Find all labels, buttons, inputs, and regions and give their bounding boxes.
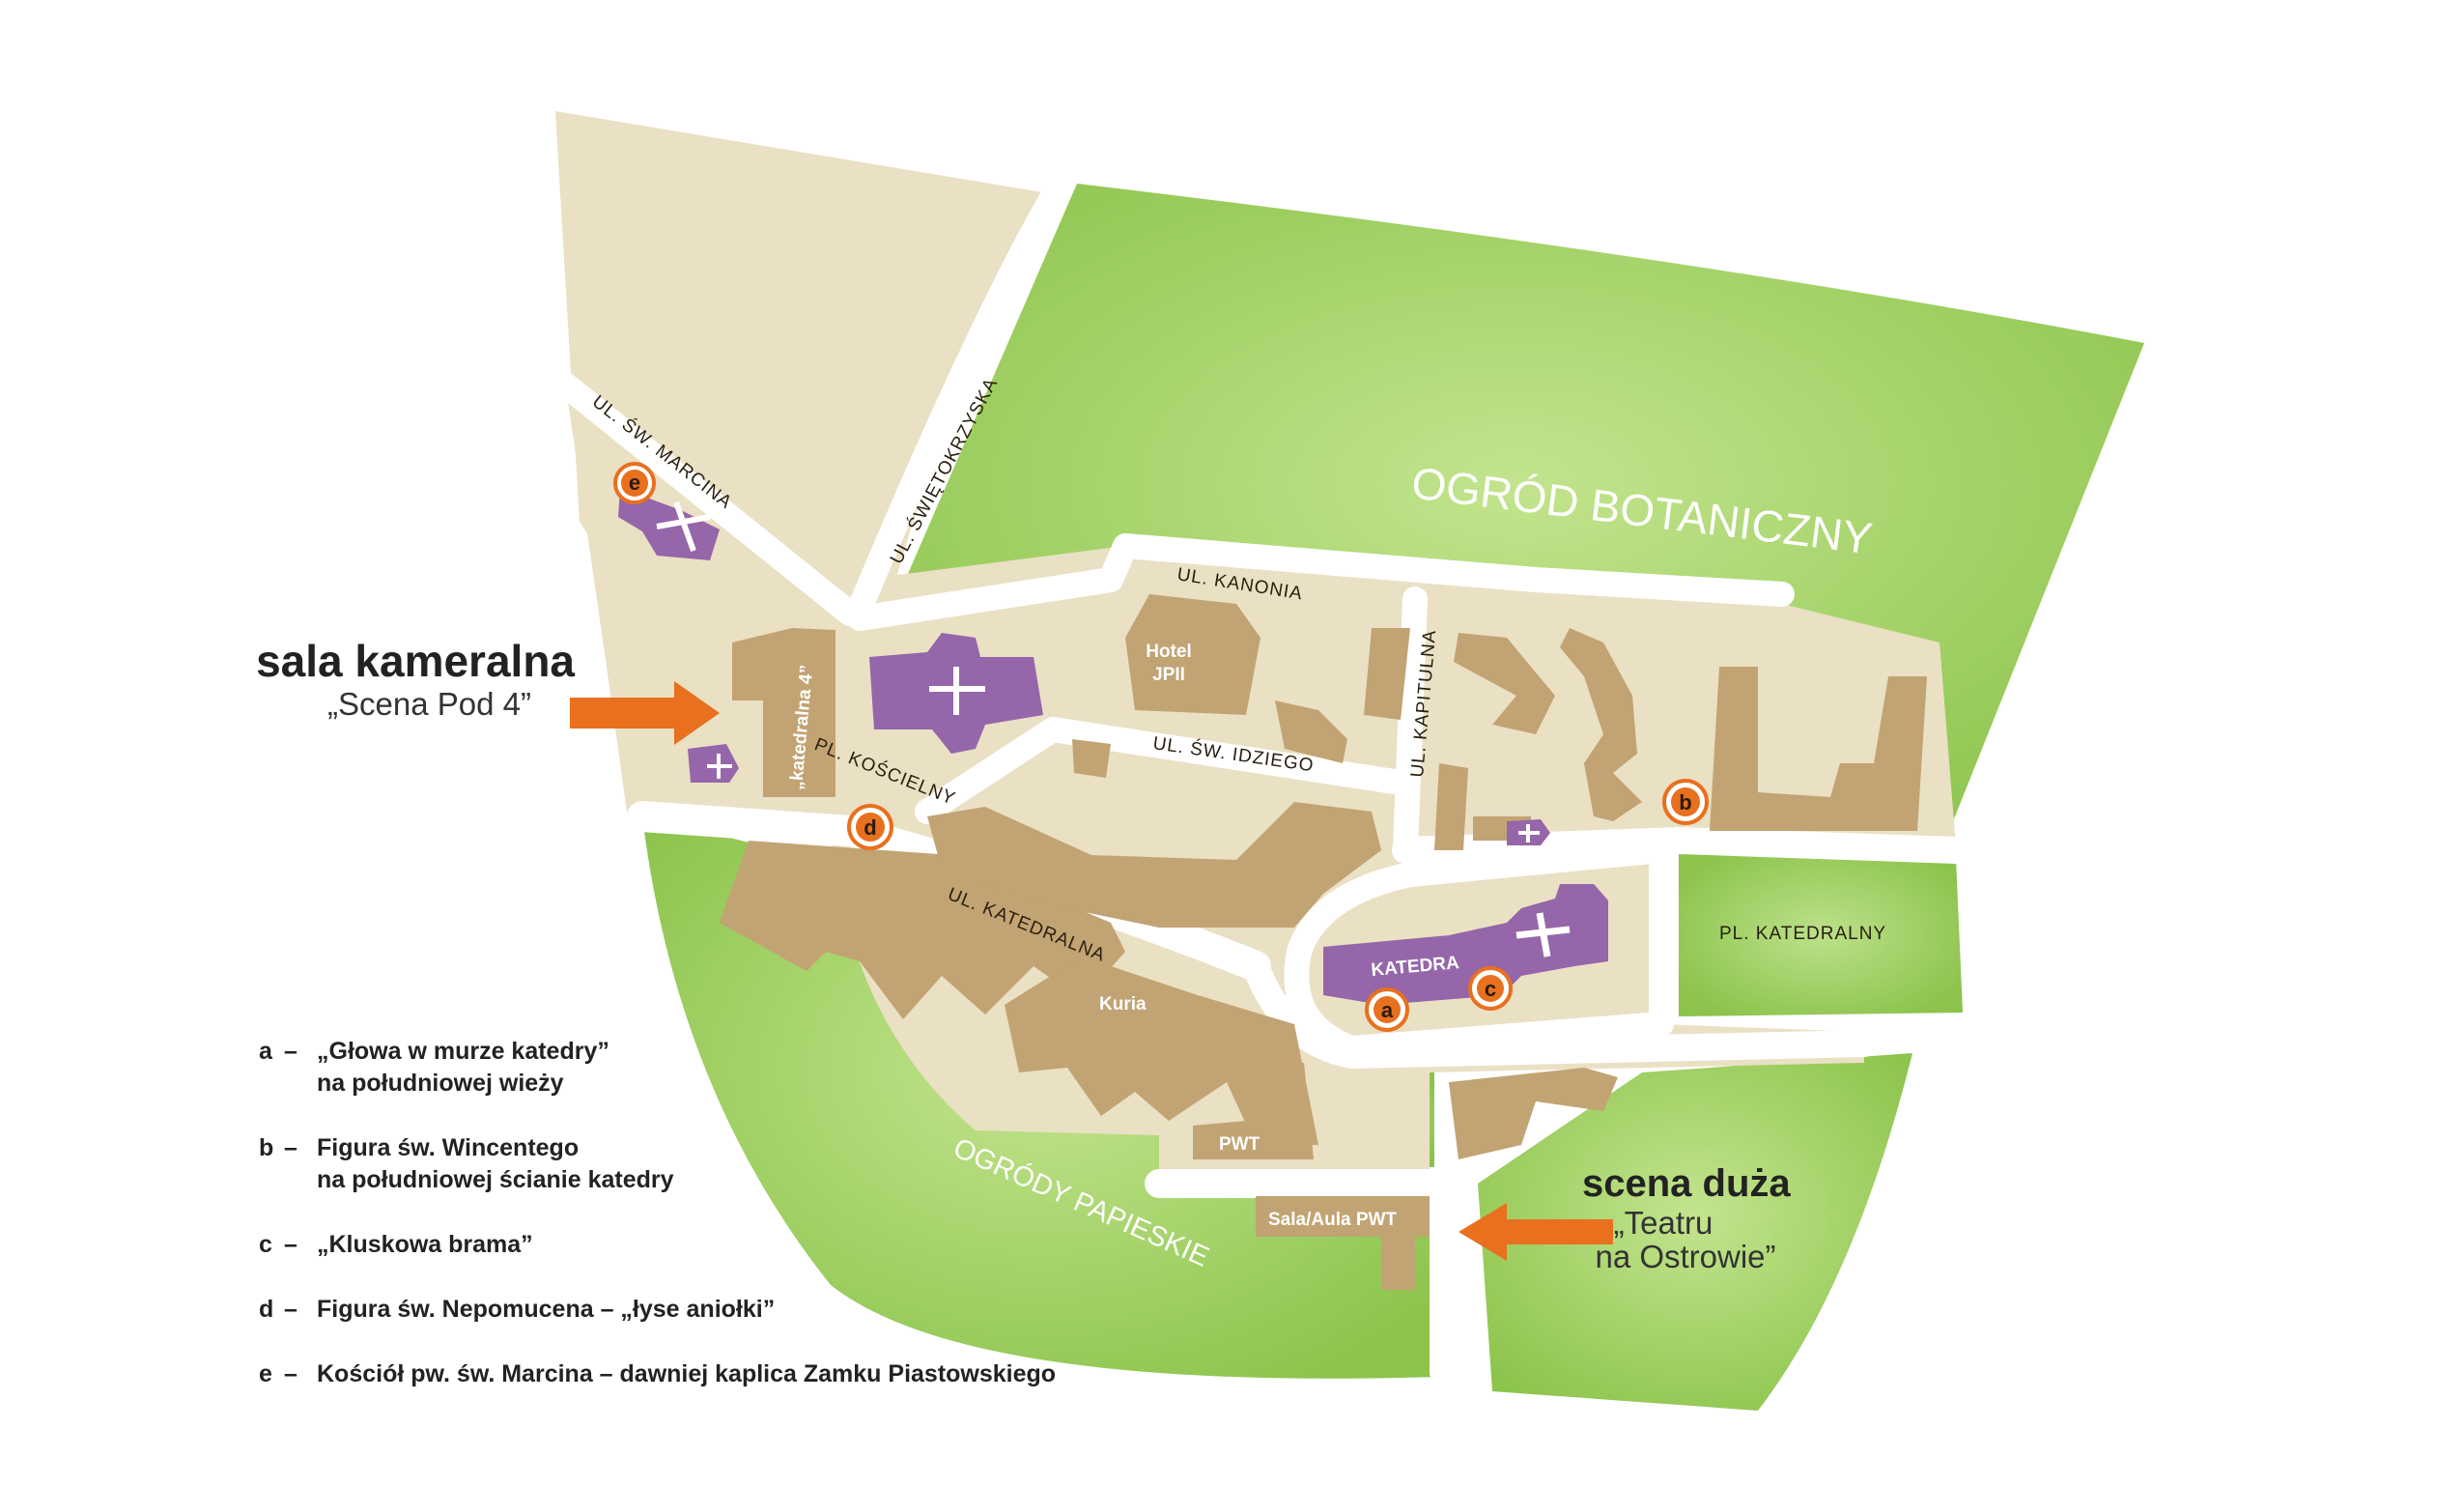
building-kanonia-2 bbox=[1364, 628, 1410, 720]
road-kapitulna bbox=[1393, 586, 1428, 863]
marker-e-letter: e bbox=[629, 471, 640, 495]
marker-b-letter: b bbox=[1679, 790, 1691, 814]
legend-letter: e bbox=[259, 1360, 272, 1387]
marker-a[interactable]: a bbox=[1365, 987, 1409, 1032]
legend-dash: – bbox=[284, 1360, 297, 1387]
church-st-martin-cross-icon bbox=[656, 500, 711, 553]
legend-dash: – bbox=[284, 1038, 297, 1065]
marker-c[interactable]: c bbox=[1468, 966, 1513, 1011]
marker-a-letter: a bbox=[1381, 998, 1394, 1022]
church-katedra-cross-icon bbox=[1515, 912, 1571, 957]
road-east bbox=[1392, 827, 1969, 864]
legend-text: „Kluskowa brama” bbox=[317, 1231, 533, 1258]
cathedral-square-area bbox=[1679, 850, 1963, 1016]
park-label-cathedral-square: PL. KATEDRALNY bbox=[1719, 924, 1886, 944]
chapel-katedralna bbox=[688, 744, 739, 783]
building-east-1 bbox=[1560, 628, 1642, 821]
building-label-hotel: Hotel bbox=[1146, 642, 1192, 662]
building-kuria bbox=[1005, 957, 1318, 1145]
road-kanonia bbox=[847, 533, 1795, 631]
arrow-kameralna-icon bbox=[570, 681, 720, 745]
road-swietokrzyska bbox=[847, 171, 1073, 621]
venue-kameralna-title: sala kameralna bbox=[256, 636, 575, 686]
arrow-duza-icon bbox=[1459, 1203, 1613, 1261]
marker-b[interactable]: b bbox=[1662, 779, 1709, 825]
building-small-middle bbox=[1072, 739, 1111, 778]
legend-item-a: a – „Głowa w murze katedry” na południow… bbox=[259, 1036, 1321, 1100]
marker-d-letter: d bbox=[864, 815, 876, 840]
building-kanonia-1 bbox=[1275, 700, 1347, 763]
church-koscielny-cross-icon bbox=[929, 667, 985, 715]
legend-item-d: d – Figura św. Nepomucena – „łyse aniołk… bbox=[259, 1294, 1321, 1326]
building-east-2 bbox=[1710, 667, 1927, 831]
legend-text: „Głowa w murze katedry” na południowej w… bbox=[317, 1038, 609, 1097]
venue-duza-subtitle-line2: na Ostrowie” bbox=[1595, 1239, 1775, 1274]
venue-duza-title: scena duża bbox=[1582, 1162, 1791, 1205]
lower-right-park-area bbox=[1478, 1053, 1912, 1411]
legend-dash: – bbox=[284, 1134, 297, 1161]
marker-d[interactable]: d bbox=[847, 804, 893, 850]
legend-letter: d bbox=[259, 1296, 274, 1323]
legend-text: Figura św. Nepomucena – „łyse aniołki” bbox=[317, 1296, 776, 1323]
road-marcina bbox=[543, 364, 863, 626]
chapel-katedralna-cross-icon bbox=[707, 754, 732, 779]
building-hotel-jpii bbox=[1125, 594, 1260, 715]
road-idziego bbox=[915, 717, 1413, 824]
building-kapitulna-2 bbox=[1434, 763, 1468, 850]
legend-item-e: e – Kościół pw. św. Marcina – dawniej ka… bbox=[259, 1358, 1321, 1390]
building-middle-block bbox=[927, 802, 1381, 928]
building-pwt bbox=[1193, 1063, 1314, 1159]
building-kapitulna-1 bbox=[1454, 633, 1555, 734]
building-label-jpii: JPII bbox=[1152, 665, 1185, 685]
building-label-kuria: Kuria bbox=[1099, 994, 1147, 1014]
legend-text: Kościół pw. św. Marcina – dawniej kaplic… bbox=[317, 1360, 1057, 1387]
building-katedralna-4 bbox=[732, 628, 835, 797]
legend-text: Figura św. Wincentego na południowej ści… bbox=[317, 1134, 674, 1193]
buildings bbox=[720, 594, 1927, 1290]
building-south-1 bbox=[1449, 1068, 1618, 1159]
legend-letter: c bbox=[259, 1231, 272, 1258]
marker-e[interactable]: e bbox=[613, 462, 656, 504]
building-sala-aula bbox=[1256, 1196, 1430, 1290]
legend-letter: b bbox=[259, 1134, 274, 1161]
legend-letter: a bbox=[259, 1038, 272, 1065]
building-label-pwt: PWT bbox=[1219, 1134, 1260, 1155]
legend-dash: – bbox=[284, 1231, 297, 1258]
chapel-kapitulna-cross-icon bbox=[1518, 824, 1540, 843]
road-sala-aula bbox=[1145, 1169, 1459, 1386]
legend: a – „Głowa w murze katedry” na południow… bbox=[259, 1036, 1321, 1423]
legend-dash: – bbox=[284, 1296, 297, 1323]
legend-item-c: c – „Kluskowa brama” bbox=[259, 1229, 1321, 1261]
venue-kameralna-subtitle: „Scena Pod 4” bbox=[327, 686, 531, 722]
road-cathedral-loop bbox=[1284, 838, 1674, 1061]
building-label-sala-aula: Sala/Aula PWT bbox=[1268, 1210, 1397, 1230]
legend-item-b: b – Figura św. Wincentego na południowej… bbox=[259, 1132, 1321, 1196]
venue-duza-subtitle-line1: „Teatru bbox=[1614, 1205, 1713, 1241]
churches bbox=[618, 488, 1608, 1005]
building-katedralna-west bbox=[720, 841, 1125, 1019]
marker-c-letter: c bbox=[1485, 977, 1496, 1001]
